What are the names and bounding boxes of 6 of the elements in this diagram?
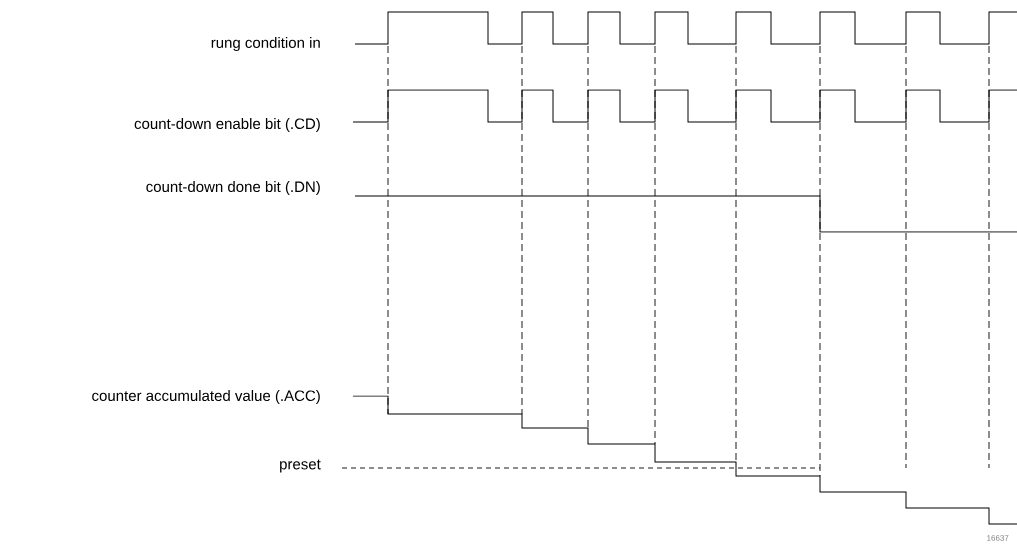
figure-number: 16637 [987, 535, 1009, 541]
signal-label: count-down enable bit (.CD) [134, 118, 320, 132]
signal-label: counter accumulated value (.ACC) [92, 390, 320, 404]
signal-label: rung condition in [211, 37, 320, 51]
signal-label: preset [280, 459, 321, 473]
signal-label: count-down done bit (.DN) [146, 181, 320, 195]
